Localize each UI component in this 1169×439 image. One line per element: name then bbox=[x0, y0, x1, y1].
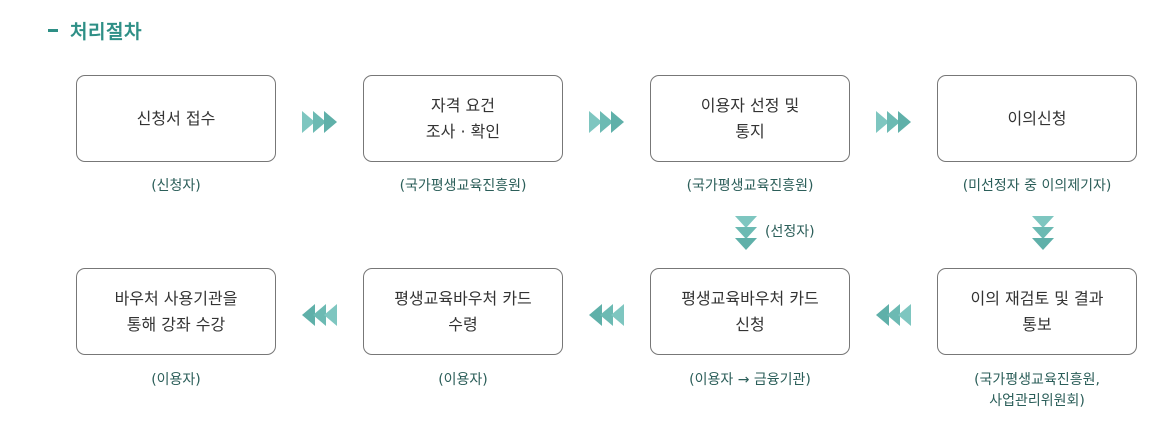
step-label: 통지 bbox=[735, 121, 765, 141]
actor-label: (신청자) bbox=[151, 178, 201, 194]
arrow-down-icon bbox=[1032, 216, 1054, 250]
step-box-card-receive: 평생교육바우처 카드 수령 bbox=[363, 268, 563, 355]
step-box-application: 신청서 접수 bbox=[76, 75, 276, 162]
actor-label: (이용자) bbox=[151, 372, 201, 388]
selected-label: (선정자) bbox=[765, 224, 815, 240]
step-box-card-apply: 평생교육바우처 카드 신청 bbox=[650, 268, 850, 355]
step-box-eligibility-check: 자격 요건 조사 · 확인 bbox=[363, 75, 563, 162]
step-box-review-result: 이의 재검토 및 결과 통보 bbox=[937, 268, 1137, 355]
title-text: 처리절차 bbox=[70, 21, 142, 43]
title-dash-icon bbox=[48, 29, 58, 32]
actor-label: (이용자) bbox=[438, 372, 488, 388]
actor-label-line: (국가평생교육진흥원, bbox=[974, 372, 1100, 388]
step-label: 신청서 접수 bbox=[136, 108, 216, 128]
arrow-right-icon bbox=[302, 111, 337, 133]
actor-label: (국가평생교육진흥원) bbox=[399, 178, 527, 194]
actor-label-line: 사업관리위원회) bbox=[989, 393, 1085, 409]
step-box-selection-notice: 이용자 선정 및 통지 bbox=[650, 75, 850, 162]
arrow-left-icon bbox=[589, 304, 624, 326]
step-label: 조사 · 확인 bbox=[425, 121, 501, 141]
actor-label: (국가평생교육진흥원) bbox=[686, 178, 814, 194]
step-label: 통해 강좌 수강 bbox=[126, 314, 226, 334]
arrow-right-icon bbox=[876, 111, 911, 133]
step-label: 신청 bbox=[735, 314, 765, 334]
actor-label-multiline: (국가평생교육진흥원, 사업관리위원회) bbox=[917, 370, 1157, 412]
step-box-objection: 이의신청 bbox=[937, 75, 1137, 162]
step-label: 자격 요건 bbox=[431, 95, 495, 115]
section-title: 처리절차 bbox=[48, 17, 142, 44]
arrow-right-icon bbox=[589, 111, 624, 133]
step-label: 평생교육바우처 카드 bbox=[394, 288, 532, 308]
actor-label: (이용자 → 금융기관) bbox=[689, 372, 811, 388]
step-label: 이용자 선정 및 bbox=[700, 95, 800, 115]
step-label: 이의신청 bbox=[1007, 108, 1067, 128]
step-box-course-attend: 바우처 사용기관을 통해 강좌 수강 bbox=[76, 268, 276, 355]
step-label: 수령 bbox=[448, 314, 478, 334]
step-label: 이의 재검토 및 결과 bbox=[970, 288, 1104, 308]
actor-label: (미선정자 중 이의제기자) bbox=[962, 178, 1112, 194]
step-label: 평생교육바우처 카드 bbox=[681, 288, 819, 308]
arrow-down-icon bbox=[735, 216, 757, 250]
step-label: 바우처 사용기관을 bbox=[114, 288, 238, 308]
arrow-left-icon bbox=[876, 304, 911, 326]
arrow-left-icon bbox=[302, 304, 337, 326]
step-label: 통보 bbox=[1022, 314, 1052, 334]
